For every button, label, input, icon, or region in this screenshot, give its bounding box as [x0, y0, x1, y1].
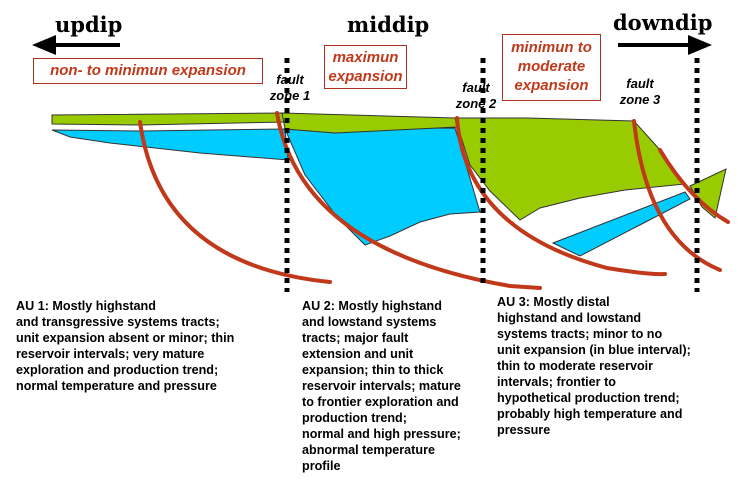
au3-line: intervals; frontier to	[497, 375, 616, 389]
au3-line: highstand and lowstand	[497, 311, 642, 325]
fault-zone-2-line1: fault	[462, 80, 490, 95]
fault-line-au1	[138, 120, 332, 284]
blue-unit-au1	[51, 128, 289, 161]
middip-expansion-box: maximun expansion	[324, 45, 407, 89]
blue-unit-au2	[284, 127, 481, 246]
au2-line: profile	[302, 459, 341, 473]
green-unit-au1	[51, 112, 288, 126]
green-unit-au3	[454, 117, 686, 221]
updip-expansion-text: non- to minimun expansion	[50, 62, 246, 79]
fault-zone-markers	[284, 58, 700, 292]
au2-line: normal and high pressure;	[302, 427, 461, 441]
middip-label: middip	[347, 12, 429, 37]
au2-line: tracts; major fault	[302, 331, 409, 345]
au3-line: systems tracts; minor to no	[497, 327, 663, 341]
au3-line: AU 3: Mostly distal	[497, 295, 610, 309]
au1-line: AU 1: Mostly highstand	[16, 299, 156, 313]
fault-zone-2-line2: zone 2	[455, 96, 497, 111]
au2-line: to frontier exploration and	[302, 395, 459, 409]
au1-line: normal temperature and pressure	[16, 379, 217, 393]
middip-expansion-line2: expansion	[328, 68, 403, 85]
au1-description: AU 1: Mostly highstand and transgressive…	[16, 298, 278, 394]
au1-line: and transgressive systems tracts;	[16, 315, 220, 329]
au1-line: exploration and production trend;	[16, 363, 219, 377]
au2-line: and lowstand systems	[302, 315, 437, 329]
downdip-expansion-line2: moderate	[517, 58, 586, 75]
au3-description: AU 3: Mostly distal highstand and lowsta…	[497, 294, 745, 438]
fault-line-2	[455, 116, 667, 277]
green-unit-au2	[281, 112, 458, 134]
fault-zone-2-label: fault zone 2	[446, 80, 506, 112]
au3-line: thin to moderate reservoir	[497, 359, 654, 373]
downdip-label: downdip	[613, 10, 712, 35]
fault-zone-3-label: fault zone 3	[610, 76, 670, 108]
fault-zone-1-line1: fault	[276, 72, 304, 87]
fault-zone-1-line2: zone 1	[269, 88, 311, 103]
downdip-arrow	[618, 35, 712, 55]
blue-unit-au3	[551, 191, 691, 257]
au3-line: probably high temperature and	[497, 407, 683, 421]
au2-description: AU 2: Mostly highstand and lowstand syst…	[302, 298, 487, 474]
updip-expansion-box: non- to minimun expansion	[33, 58, 263, 84]
fault-zone-3-line2: zone 3	[619, 92, 661, 107]
au2-line: abnormal temperature	[302, 443, 435, 457]
downdip-expansion-line1: minimun to	[511, 39, 592, 56]
au2-line: expansion; thin to thick	[302, 363, 444, 377]
au3-line: pressure	[497, 423, 551, 437]
au2-line: production trend;	[302, 411, 407, 425]
au3-line: hypothetical production trend;	[497, 391, 680, 405]
downdip-expansion-box: minimun to moderate expansion	[502, 34, 601, 101]
updip-label: updip	[55, 12, 122, 37]
au3-line: unit expansion (in blue interval);	[497, 343, 691, 357]
fault-zone-1-label: fault zone 1	[260, 72, 320, 104]
au2-line: extension and unit	[302, 347, 414, 361]
downdip-expansion-line3: expansion	[514, 77, 589, 94]
au2-line: AU 2: Mostly highstand	[302, 299, 442, 313]
au2-line: reservoir intervals; mature	[302, 379, 461, 393]
au1-line: unit expansion absent or minor; thin	[16, 331, 235, 345]
au1-line: reservoir intervals; very mature	[16, 347, 205, 361]
fault-line-3	[632, 119, 722, 272]
fault-line-downdip-splay	[658, 148, 730, 224]
middip-expansion-line1: maximun	[332, 49, 399, 66]
updip-arrow	[32, 35, 120, 55]
fault-zone-3-line1: fault	[626, 76, 654, 91]
